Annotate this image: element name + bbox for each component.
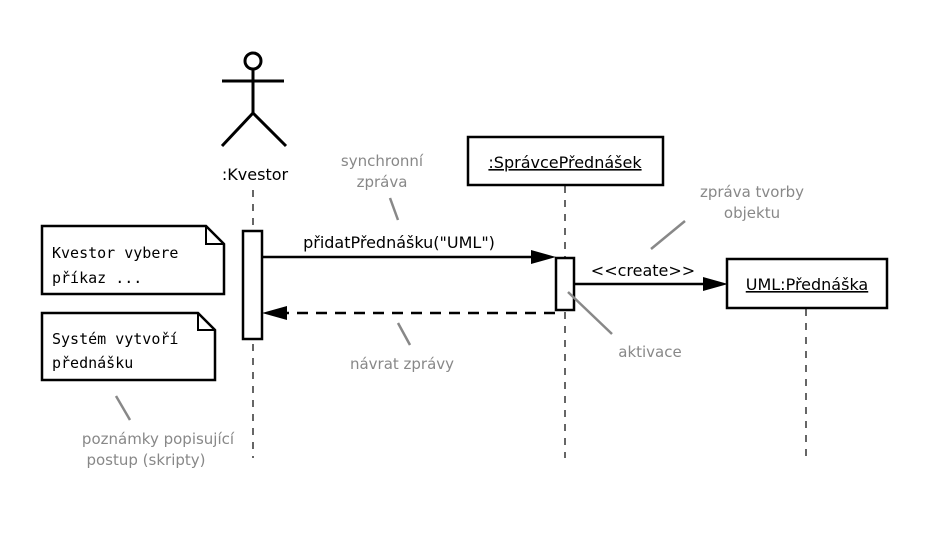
activation-annotation: aktivace (567, 291, 682, 361)
spravce-object-label: :SprávcePřednášek (488, 153, 642, 172)
actor-label: :Kvestor (222, 165, 289, 184)
prednaska-object-box (725, 257, 889, 310)
note-1-line-2: příkaz ... (52, 269, 142, 287)
notes-annotation: poznámky popisující postup (skripty) (82, 395, 235, 469)
create-annotation-line-1: zpráva tvorby (700, 183, 804, 201)
return-annotation-text: návrat zprávy (350, 355, 454, 373)
note-2-line-2: přednášku (52, 354, 133, 372)
sync-message-label: přidatPřednášku("UML") (303, 233, 495, 252)
return-arrowhead (262, 306, 287, 320)
notes-annotation-line-2: postup (skripty) (86, 451, 205, 469)
spravce-activation-bar (554, 256, 576, 312)
create-message-label: <<create>> (591, 261, 695, 280)
notes-annotation-line-1: poznámky popisující (82, 430, 235, 448)
return-annotation-pointer (396, 322, 412, 346)
note-1: Kvestor vybere příkaz ... (40, 224, 226, 296)
activation-annotation-pointer (567, 291, 613, 335)
activation-annotation-text: aktivace (618, 343, 681, 361)
note-2: Systém vytvoří přednášku (40, 311, 217, 382)
notes-annotation-pointer (114, 395, 132, 421)
note-1-line-1: Kvestor vybere (52, 244, 178, 262)
spravce-object-box (466, 135, 665, 187)
sync-message-annotation: synchronní zpráva (341, 152, 424, 221)
actor-activation-bar (241, 229, 264, 341)
sync-annotation-line-1: synchronní (341, 152, 424, 170)
sync-arrowhead (531, 250, 556, 264)
stick-figure-icon (220, 51, 288, 148)
return-message-annotation: návrat zprávy (350, 322, 454, 373)
sync-annotation-pointer (388, 197, 400, 221)
create-arrowhead (703, 277, 728, 291)
sync-annotation-line-2: zpráva (357, 173, 408, 191)
prednaska-object-label: UML:Přednáška (746, 275, 868, 294)
note-2-line-1: Systém vytvoří (52, 330, 178, 348)
create-message-annotation: zpráva tvorby objektu (650, 183, 804, 250)
create-annotation-pointer (650, 220, 686, 250)
create-annotation-line-2: objektu (724, 204, 780, 222)
